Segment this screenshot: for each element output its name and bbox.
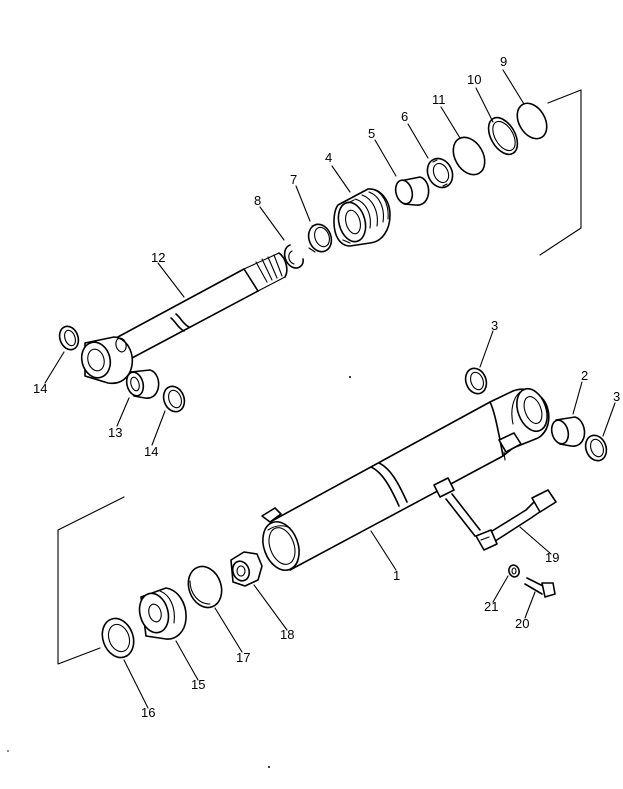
callout-4: 4 <box>325 150 332 165</box>
part-17-wear-ring <box>187 565 223 609</box>
callout-19: 19 <box>545 550 559 565</box>
callout-14-lower: 14 <box>144 444 158 459</box>
callout-labels: 9 10 11 6 5 4 7 8 12 14 13 14 3 2 3 1 19… <box>33 54 620 720</box>
callout-20: 20 <box>515 616 529 631</box>
callout-18: 18 <box>280 627 294 642</box>
part-2-bushing <box>550 416 586 447</box>
callout-12: 12 <box>151 250 165 265</box>
callout-7: 7 <box>290 172 297 187</box>
callout-10: 10 <box>467 72 481 87</box>
part-20-bolt <box>524 577 556 598</box>
callout-3-right: 3 <box>613 389 620 404</box>
part-3-dust-seal-b <box>584 434 608 462</box>
part-8-snap-ring <box>283 244 304 269</box>
assembly-bracket-lower <box>57 496 125 665</box>
callout-16: 16 <box>141 705 155 720</box>
part-19-pipe <box>445 489 557 551</box>
part-18-nut <box>230 551 263 587</box>
callout-2: 2 <box>581 368 588 383</box>
scan-specks <box>7 376 351 768</box>
part-3-dust-seal-a <box>464 367 488 395</box>
callout-5: 5 <box>368 126 375 141</box>
callout-21: 21 <box>484 599 498 614</box>
part-7-ring <box>307 223 333 253</box>
part-4-cylinder-head <box>333 188 391 247</box>
callout-8: 8 <box>254 193 261 208</box>
part-10-backup-ring <box>487 116 519 156</box>
part-6-seal <box>426 157 454 189</box>
part-13-bushing <box>125 369 160 399</box>
callout-17: 17 <box>236 650 250 665</box>
part-1-cylinder-tube <box>261 387 550 572</box>
assembly-bracket-upper <box>539 89 582 256</box>
part-12-piston-rod <box>80 252 288 385</box>
part-14-dust-seal-a <box>58 325 80 351</box>
callout-9: 9 <box>500 54 507 69</box>
part-16-piston-seal <box>101 617 135 659</box>
callout-15: 15 <box>191 677 205 692</box>
part-15-piston <box>138 587 187 640</box>
leader-lines <box>44 69 616 709</box>
callout-13: 13 <box>108 425 122 440</box>
callout-11: 11 <box>432 92 446 107</box>
part-11-o-ring <box>452 136 486 176</box>
callout-14-upper: 14 <box>33 381 47 396</box>
part-21-washer <box>508 564 520 578</box>
callout-3-upper: 3 <box>491 318 498 333</box>
part-9-o-ring <box>516 102 548 140</box>
part-14-dust-seal-b <box>162 385 186 413</box>
part-5-bushing <box>394 176 430 206</box>
callout-6: 6 <box>401 109 408 124</box>
callout-1: 1 <box>393 568 400 583</box>
